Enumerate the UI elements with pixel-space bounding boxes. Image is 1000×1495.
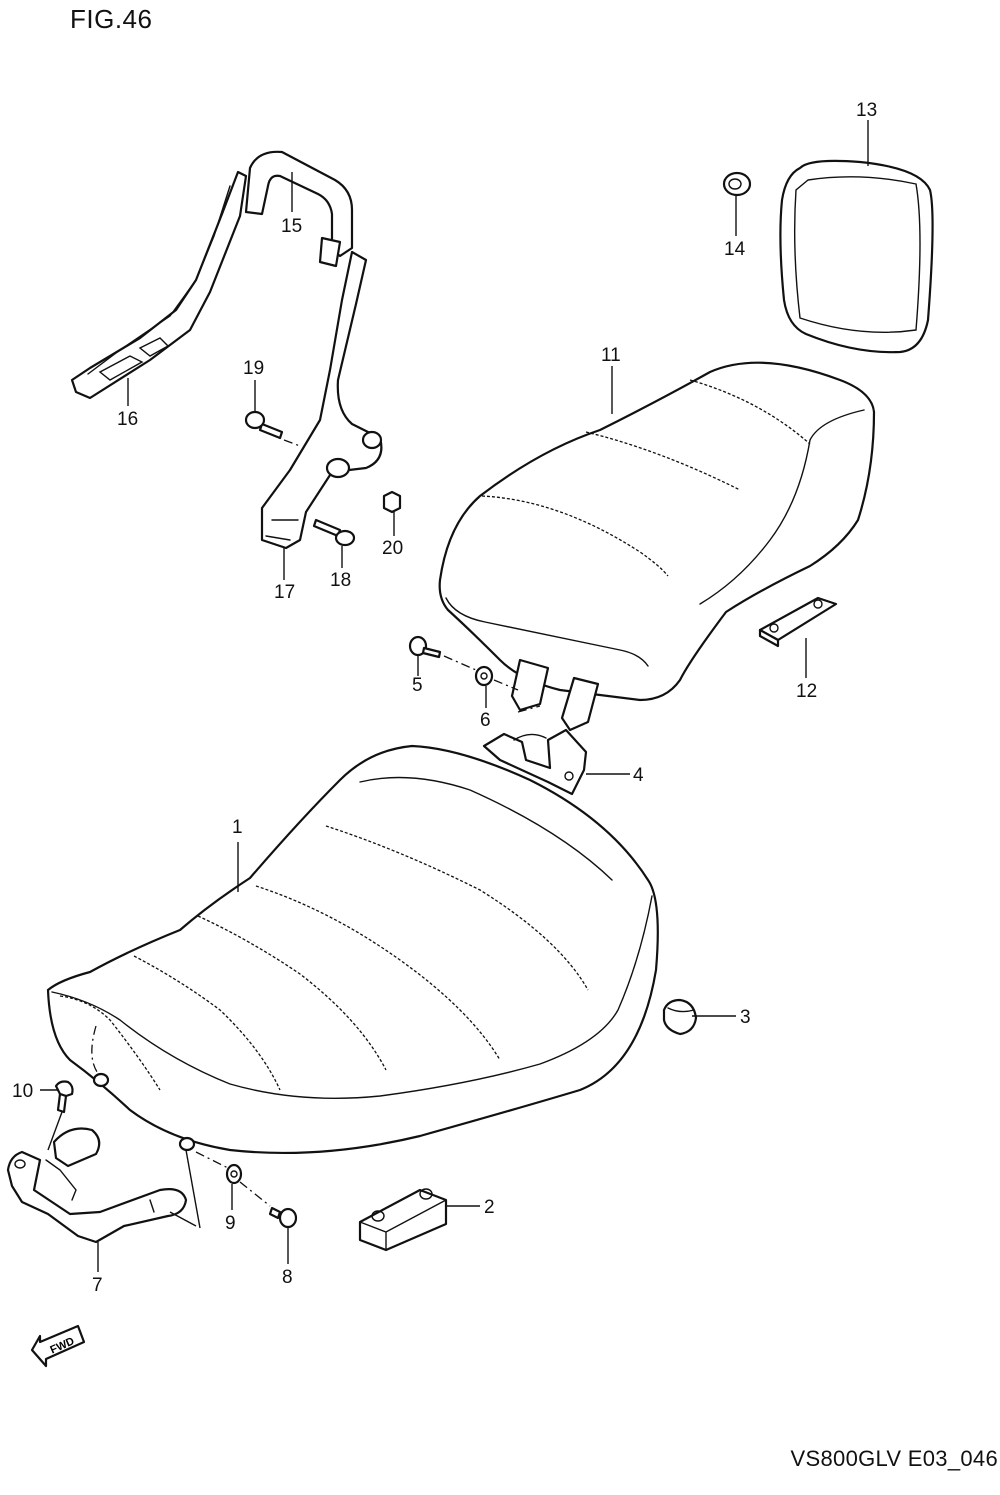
callout-10: 10 (12, 1081, 33, 1102)
part-15-backrest-frame (244, 150, 354, 268)
leader-lines (40, 120, 869, 1272)
figure-code: VS800GLV E03_046 (790, 1446, 998, 1471)
fwd-arrow-icon: FWD (30, 1324, 86, 1368)
figure-title: FIG.46 (70, 4, 153, 34)
part-20-nut (382, 490, 402, 514)
callout-3: 3 (740, 1007, 751, 1028)
callout-5: 5 (412, 675, 423, 696)
part-12-cushion (758, 596, 838, 648)
part-5-bolt (408, 635, 442, 659)
part-9-washer (225, 1163, 243, 1185)
callout-19: 19 (243, 358, 264, 379)
callout-8: 8 (282, 1267, 293, 1288)
callout-13: 13 (856, 100, 877, 121)
part-8-bolt (268, 1206, 298, 1229)
callout-6: 6 (480, 710, 491, 731)
callout-16: 16 (117, 409, 138, 430)
callout-12: 12 (796, 681, 817, 702)
part-3-damper (662, 998, 698, 1036)
callout-7: 7 (92, 1275, 103, 1296)
part-2-cushion-block (358, 1188, 448, 1252)
callout-14: 14 (724, 239, 746, 260)
part-17-mounting-stay (260, 250, 383, 550)
callout-2: 2 (484, 1197, 495, 1218)
part-10-bolt (54, 1080, 74, 1114)
callout-20: 20 (382, 538, 403, 559)
part-4-bracket (482, 728, 588, 796)
part-11-pillion-seat (438, 361, 876, 732)
part-18-bolt (312, 518, 356, 547)
callout-17: 17 (274, 582, 295, 603)
callout-15: 15 (281, 216, 302, 237)
part-16-side-bracket (70, 170, 248, 400)
callout-18: 18 (330, 570, 351, 591)
part-13-backrest-pad (779, 159, 934, 354)
callout-labels: 1 2 3 4 5 6 7 8 9 10 11 12 13 14 15 16 1… (12, 100, 877, 1296)
part-6-washer (474, 665, 494, 687)
callout-11: 11 (601, 345, 621, 366)
part-1-main-seat (46, 744, 659, 1155)
part-19-bolt (244, 410, 284, 440)
part-7-hinge-bracket (6, 1127, 188, 1244)
callout-9: 9 (225, 1213, 236, 1234)
part-14-grommet (722, 171, 752, 197)
callout-4: 4 (633, 765, 644, 786)
callout-1: 1 (232, 817, 243, 838)
